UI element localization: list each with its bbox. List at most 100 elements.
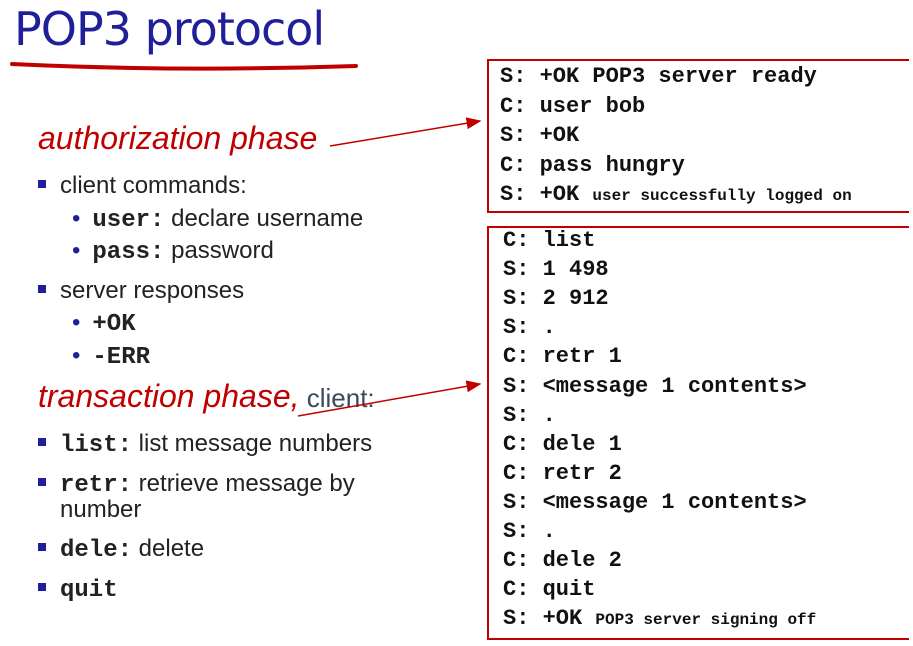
client-commands-label: client commands: [60, 172, 247, 199]
dialog-line-text: retr 1 [542, 344, 622, 370]
dialog-line-prefix: C: [503, 460, 530, 486]
dialog-line: S: 1 498 [503, 257, 609, 282]
client-commands-bullet: client commands: [38, 172, 247, 200]
dialog-line-prefix: C: [500, 93, 527, 119]
server-responses-label: server responses [60, 277, 245, 304]
dialog-line-prefix: S: [503, 373, 530, 399]
dialog-line: C: user bob [500, 94, 645, 119]
authorization-dialog-box [487, 59, 909, 213]
dialog-line: S: . [503, 519, 556, 544]
dialog-line-prefix: S: [500, 123, 527, 148]
server-responses-bullet: server responses [38, 277, 244, 305]
square-bullet-icon [38, 179, 46, 188]
transaction-phase-label: transaction phase, [38, 378, 300, 414]
dialog-line-small-text: POP3 server signing off [595, 611, 817, 630]
dialog-line: C: retr 1 [503, 344, 622, 369]
dialog-line-text: . [542, 315, 556, 341]
dialog-line-text: pass hungry [539, 152, 685, 178]
dialog-line-prefix: S: [500, 64, 527, 89]
dialog-line: S: <message 1 contents> [503, 374, 807, 399]
transaction-phase-heading: transaction phase, client: [38, 378, 375, 415]
dialog-line: C: list [503, 228, 595, 253]
retr-command-desc-cont: number [60, 496, 142, 523]
retr-command: retr: [60, 472, 133, 499]
square-bullet-icon [38, 284, 46, 293]
quit-command-item: quit [38, 575, 118, 604]
dialog-line-prefix: S: [503, 315, 530, 341]
dele-command-item: dele: delete [38, 535, 204, 564]
square-bullet-icon [38, 582, 46, 591]
dialog-line-text: <message 1 contents> [542, 373, 807, 399]
dele-command-desc: delete [132, 535, 205, 562]
pass-command: pass: [92, 239, 165, 266]
dialog-line: S: +OK user successfully logged on [500, 182, 852, 207]
dialog-line: S: <message 1 contents> [503, 490, 807, 515]
dialog-line: C: pass hungry [500, 153, 685, 178]
dialog-line-prefix: S: [503, 519, 530, 544]
ok-response: +OK [92, 311, 136, 338]
pass-command-item: • pass: password [72, 237, 274, 266]
dialog-line-text: dele 2 [542, 548, 622, 574]
dialog-line-prefix: C: [503, 228, 530, 253]
dialog-line-prefix: S: [503, 489, 530, 515]
dialog-line-text: 2 912 [542, 286, 609, 312]
dialog-line-text: . [542, 402, 556, 428]
square-bullet-icon [38, 542, 46, 551]
dialog-line-text: <message 1 contents> [542, 489, 807, 515]
pass-command-desc: password [164, 237, 274, 264]
dialog-line-prefix: C: [503, 344, 530, 370]
dialog-line: S: +OK [500, 123, 579, 148]
dialog-line-text: retr 2 [542, 460, 622, 486]
dialog-line: S: +OK POP3 server ready [500, 64, 817, 89]
dialog-line-small-text: user successfully logged on [592, 187, 852, 205]
user-command: user: [92, 207, 165, 234]
dialog-line-text: quit [542, 577, 596, 603]
dialog-line-text: +OK [539, 182, 580, 207]
dialog-line: S: 2 912 [503, 286, 609, 311]
dialog-line-prefix: S: [503, 257, 530, 283]
dialog-line: C: dele 1 [503, 432, 622, 457]
dialog-line-prefix: C: [500, 152, 527, 178]
dialog-line-text: 1 498 [542, 257, 609, 283]
list-command-desc: list message numbers [132, 430, 373, 457]
user-command-desc: declare username [164, 205, 364, 232]
dialog-line: C: dele 2 [503, 548, 622, 573]
dele-command: dele: [60, 537, 133, 564]
dot-bullet-icon: • [72, 237, 81, 264]
dialog-line-text: +OK [542, 606, 583, 632]
dot-bullet-icon: • [72, 205, 81, 232]
dialog-line-text: user bob [539, 93, 646, 119]
dialog-line: S: . [503, 403, 556, 428]
dot-bullet-icon: • [72, 342, 81, 369]
user-command-item: • user: declare username [72, 205, 363, 234]
dialog-line-text: dele 1 [542, 431, 622, 457]
dialog-line-prefix: C: [503, 431, 530, 457]
dialog-line-prefix: S: [500, 182, 527, 207]
dialog-line: C: quit [503, 577, 595, 602]
dot-bullet-icon: • [72, 309, 81, 336]
transaction-phase-tail: client: [299, 383, 375, 413]
square-bullet-icon [38, 437, 46, 446]
dialog-line-text: list [542, 228, 596, 253]
dialog-line: C: retr 2 [503, 461, 622, 486]
dialog-line-prefix: C: [503, 577, 530, 603]
dialog-line-prefix: S: [503, 402, 530, 428]
list-command-item: list: list message numbers [38, 430, 372, 459]
authorization-phase-heading: authorization phase [38, 120, 318, 156]
page-title: POP3 protocol [14, 2, 325, 56]
dialog-line-text: . [542, 519, 556, 544]
dialog-line-prefix: C: [503, 548, 530, 574]
dialog-line-text: +OK POP3 server ready [539, 64, 817, 89]
err-response: -ERR [92, 344, 151, 371]
transaction-dialog-box [487, 226, 909, 640]
dialog-line: S: +OK POP3 server signing off [503, 606, 816, 631]
retr-command-desc: retrieve message by [132, 470, 355, 497]
quit-command: quit [60, 577, 118, 604]
dialog-line-prefix: S: [503, 286, 530, 312]
dialog-line: S: . [503, 315, 556, 340]
dialog-line-text: +OK [539, 123, 580, 148]
err-response-item: • -ERR [72, 342, 150, 371]
ok-response-item: • +OK [72, 309, 136, 338]
square-bullet-icon [38, 477, 46, 486]
